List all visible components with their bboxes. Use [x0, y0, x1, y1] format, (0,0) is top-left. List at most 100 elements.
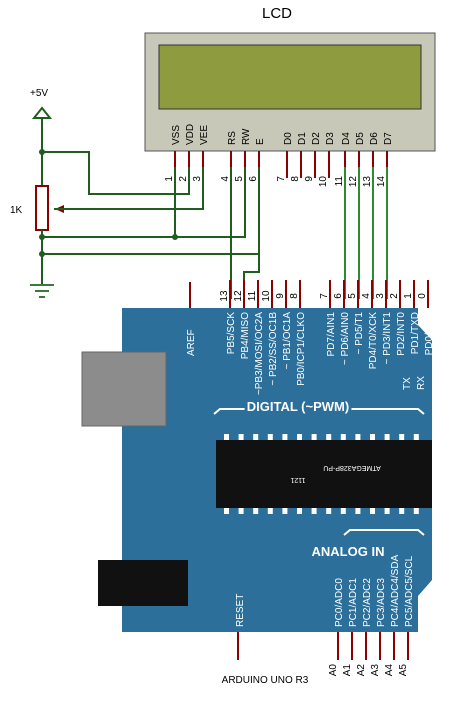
- chip-pin: [267, 508, 273, 514]
- analog-pin-number: A4: [384, 664, 395, 677]
- chip-pin: [399, 434, 405, 440]
- chip-label: ATMEGA328P-PU: [323, 464, 380, 471]
- junction-dot: [39, 234, 45, 240]
- digital-pin-number: 1: [403, 293, 414, 299]
- chip-pin: [238, 434, 244, 440]
- digital-pin-number: 8: [289, 293, 300, 299]
- digital-title: DIGITAL (~PWM): [247, 399, 349, 414]
- chip-pin: [384, 508, 390, 514]
- digital-pin-number: 11: [247, 290, 258, 301]
- digital-pin-number: 12: [233, 290, 244, 302]
- lcd-pin-number: 2: [178, 176, 189, 182]
- digital-pin-label: PD7/AIN1: [326, 312, 337, 357]
- chip-pin: [370, 434, 375, 440]
- lcd-pin-label: D7: [383, 132, 394, 145]
- lcd-pin-number: 7: [276, 176, 287, 182]
- atmega-chip: [216, 440, 432, 508]
- lcd-pin-number: 3: [192, 176, 203, 182]
- digital-pin-label: ~ PB2/SS/OC1B: [268, 312, 279, 386]
- analog-header: [337, 632, 409, 660]
- digital-pin-number: 0: [417, 293, 428, 299]
- lcd-pin-label: D6: [369, 132, 380, 145]
- chip-pin: [355, 508, 361, 514]
- digital-pin-number: 9: [275, 293, 286, 299]
- lcd-pin-number: 13: [362, 176, 373, 188]
- junction-dot: [39, 251, 45, 257]
- analog-pin-number: A3: [370, 664, 381, 677]
- chip-pin: [355, 434, 361, 440]
- digital-pin-number: 7: [319, 293, 330, 299]
- digital-pin-number: 5: [347, 293, 358, 299]
- lcd-pin-label: D5: [355, 132, 366, 145]
- lcd-pin-label: VDD: [185, 124, 196, 145]
- junction-dot: [172, 234, 178, 240]
- digital-pin-label: PD0/RXD: [424, 312, 435, 355]
- chip-pin: [282, 434, 288, 440]
- reset-label: RESET: [235, 594, 246, 627]
- digital-pin-number: 3: [375, 293, 386, 299]
- digital-pin-label: ~ PD5/T1: [354, 312, 365, 355]
- lcd-title: LCD: [262, 5, 292, 22]
- analog-pin-label: PC5/ADC5/SCL: [404, 555, 415, 627]
- chip-pin: [253, 434, 259, 440]
- lcd-pin-number: 5: [234, 176, 245, 182]
- digital-pin-label: PD4/T0/XCK: [368, 312, 379, 370]
- chip-pin: [326, 434, 332, 440]
- power-jack: [98, 560, 188, 606]
- lcd-pin-number: 9: [304, 176, 315, 182]
- digital-pin-label: PB5/SCK: [226, 312, 237, 355]
- tx-label: TX: [402, 377, 413, 390]
- digital-header: [229, 280, 429, 308]
- chip-pin: [384, 434, 390, 440]
- lcd-pin-label: RS: [227, 131, 238, 145]
- junction-dot: [39, 149, 45, 155]
- analog-pin-number: A1: [342, 664, 353, 677]
- lcd-pin-number: 4: [220, 176, 231, 182]
- rx-label: RX: [416, 376, 427, 390]
- digital-pin-number: 4: [361, 293, 372, 299]
- lcd-pin-number: 12: [348, 176, 359, 188]
- digital-pin-label: PD2/INT0: [396, 312, 407, 356]
- board-label: ARDUINO UNO R3: [222, 675, 309, 686]
- aref-label: AREF: [186, 329, 197, 356]
- lcd-pin-label: VSS: [171, 125, 182, 145]
- chip-pin: [399, 508, 405, 514]
- chip-pin: [311, 508, 317, 514]
- lcd-pin-label: VEE: [199, 125, 210, 145]
- digital-pin-number: 13: [219, 290, 230, 302]
- analog-pin-number: A2: [356, 664, 367, 677]
- digital-pin-label: ~ PD6/AIN0: [340, 312, 351, 366]
- chip-date-code: 1121: [290, 476, 305, 483]
- lcd-pin-label: D2: [311, 132, 322, 145]
- chip-pin: [253, 508, 259, 514]
- chip-bottom-pins: [224, 508, 419, 514]
- analog-pin-label: PC4/ADC4/SDA: [390, 554, 401, 627]
- lcd-pin-number: 14: [376, 176, 387, 188]
- lcd-pin-number: 11: [334, 176, 345, 187]
- chip-pin: [413, 434, 419, 440]
- digital-pin-label: PD1/TXD: [410, 312, 421, 354]
- analog-bracket: [343, 529, 425, 536]
- chip-pin: [297, 434, 302, 440]
- supply-arrow-symbol: [31, 106, 53, 119]
- lcd-pins: [174, 151, 388, 178]
- lcd-pin-label: D4: [341, 132, 352, 145]
- lcd-pin-number: 10: [318, 176, 329, 188]
- potentiometer: [35, 185, 49, 231]
- analog-pin-label: PC1/ADC1: [348, 578, 359, 627]
- analog-title: ANALOG IN: [312, 544, 385, 559]
- pot-label: 1K: [10, 205, 23, 216]
- supply-label: +5V: [30, 88, 48, 99]
- digital-pin-label: PB0/ICP1/CLKO: [296, 312, 307, 386]
- lcd-pin-label: D3: [325, 132, 336, 145]
- wire-vdd-supply: [41, 151, 190, 195]
- chip-pin: [267, 434, 273, 440]
- digital-pin-label: ~ PB1/OC1A: [282, 312, 293, 370]
- analog-pin-number: A0: [328, 664, 339, 677]
- analog-pin-label: PC2/ADC2: [362, 578, 373, 627]
- lcd-pin-label: D1: [297, 132, 308, 145]
- analog-pin-label: PC3/ADC3: [376, 578, 387, 627]
- chip-pin: [297, 508, 302, 514]
- ground-symbol: [30, 284, 54, 298]
